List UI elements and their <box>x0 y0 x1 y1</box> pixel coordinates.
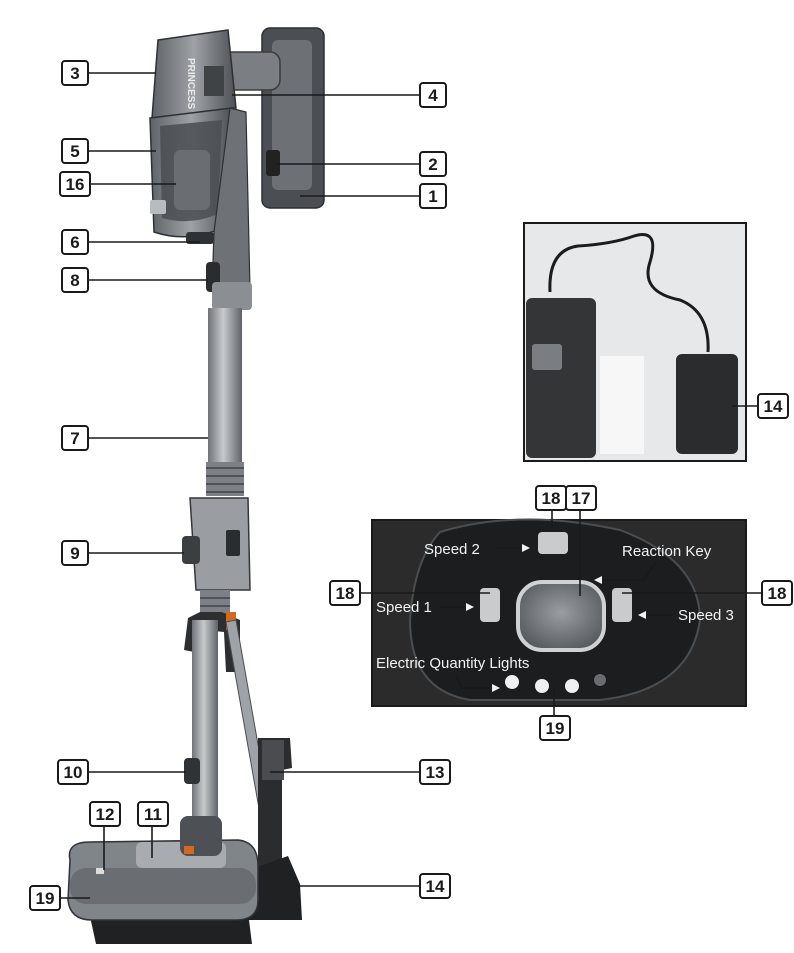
svg-text:9: 9 <box>70 544 79 563</box>
label-speed3: Speed 3 <box>678 607 734 624</box>
speed-1-button <box>480 588 500 622</box>
speed-3-button <box>612 588 632 622</box>
battery-light-1 <box>505 675 519 689</box>
svg-text:3: 3 <box>70 64 79 83</box>
callout-11: 11 <box>137 801 169 827</box>
callout-19-main: 19 <box>29 885 61 911</box>
callout-13: 13 <box>419 759 451 785</box>
brush-roller <box>70 868 256 904</box>
battery-light-4 <box>594 674 606 686</box>
svg-text:10: 10 <box>64 763 83 782</box>
control-panel-photo: Speed 2 Speed 1 Speed 3 Reaction Key Ele… <box>371 518 747 707</box>
callout-4: 4 <box>419 82 447 108</box>
swivel-accent <box>184 846 194 854</box>
callout-6: 6 <box>61 229 89 255</box>
front-leds <box>96 868 104 874</box>
base-dock <box>526 298 596 458</box>
callout-8: 8 <box>61 267 89 293</box>
filter-cyclone <box>174 150 210 210</box>
callout-18-right: 18 <box>761 580 793 606</box>
battery-light-3 <box>565 679 579 693</box>
svg-text:12: 12 <box>96 805 115 824</box>
svg-text:2: 2 <box>428 155 437 174</box>
svg-text:8: 8 <box>70 271 79 290</box>
battery-light-2 <box>535 679 549 693</box>
dock-light-strip <box>600 356 644 454</box>
neck-collar <box>212 282 252 310</box>
lower-tube <box>192 620 218 830</box>
arrow-lights-head <box>492 684 500 692</box>
callout-10: 10 <box>57 759 89 785</box>
arrow-speed3-head <box>638 611 646 619</box>
svg-text:13: 13 <box>426 763 445 782</box>
svg-text:7: 7 <box>70 429 79 448</box>
vacuum-main: PRINCESS <box>67 27 325 944</box>
callout-9: 9 <box>61 540 89 566</box>
holder-tool <box>262 740 284 780</box>
power-adapter <box>676 354 738 454</box>
handle-grip <box>272 40 312 190</box>
adapter-photo <box>523 222 747 462</box>
bin-bottom-release <box>186 232 214 244</box>
dock-button <box>532 344 562 370</box>
svg-text:4: 4 <box>428 86 438 105</box>
speed-2-button <box>538 532 568 554</box>
label-reaction-key: Reaction Key <box>622 543 712 560</box>
callout-3: 3 <box>61 60 89 86</box>
leader-lines <box>60 72 764 899</box>
arrow-speed1-head <box>466 603 474 611</box>
svg-text:19: 19 <box>36 889 55 908</box>
callout-17: 17 <box>565 485 597 511</box>
reaction-key <box>516 580 606 652</box>
adapter-cable <box>548 233 710 353</box>
battery-release <box>266 150 280 176</box>
svg-text:5: 5 <box>70 142 79 161</box>
svg-text:16: 16 <box>66 175 85 194</box>
svg-text:19: 19 <box>546 719 565 738</box>
svg-text:6: 6 <box>70 233 79 252</box>
label-electric-lights: Electric Quantity Lights <box>376 655 529 672</box>
brand-logo: PRINCESS <box>185 58 196 109</box>
callout-5: 5 <box>61 138 89 164</box>
arrow-lights <box>455 675 494 689</box>
svg-text:14: 14 <box>426 877 445 896</box>
svg-text:11: 11 <box>144 805 162 824</box>
svg-text:18: 18 <box>542 489 561 508</box>
label-speed2: Speed 2 <box>424 541 480 558</box>
hose-joint-upper <box>206 462 244 496</box>
module-button <box>182 536 200 564</box>
callout-7: 7 <box>61 425 89 451</box>
arrow-reaction-key-head <box>594 576 602 584</box>
svg-text:1: 1 <box>428 187 437 206</box>
svg-text:17: 17 <box>572 489 591 508</box>
extension-tube <box>208 308 242 468</box>
svg-text:14: 14 <box>764 397 783 416</box>
label-speed1: Speed 1 <box>376 599 432 616</box>
lower-release-button <box>184 758 200 784</box>
callout-1: 1 <box>419 183 447 209</box>
callout-14-base: 14 <box>419 873 451 899</box>
arrow-reaction-key <box>600 561 657 581</box>
svg-text:18: 18 <box>768 584 787 603</box>
arrow-speed2-head <box>522 544 530 552</box>
svg-text:18: 18 <box>336 584 355 603</box>
callout-12: 12 <box>89 801 121 827</box>
callout-18-top: 18 <box>535 485 567 511</box>
callout-14-adapter: 14 <box>757 393 789 419</box>
callout-2: 2 <box>419 151 447 177</box>
callout-16: 16 <box>59 171 91 197</box>
module-slot <box>226 530 240 556</box>
charging-base <box>248 856 302 920</box>
motor-vents <box>204 66 224 96</box>
callout-19-panel: 19 <box>539 715 571 741</box>
bin-release-latch <box>150 200 166 214</box>
callout-18-left: 18 <box>329 580 361 606</box>
